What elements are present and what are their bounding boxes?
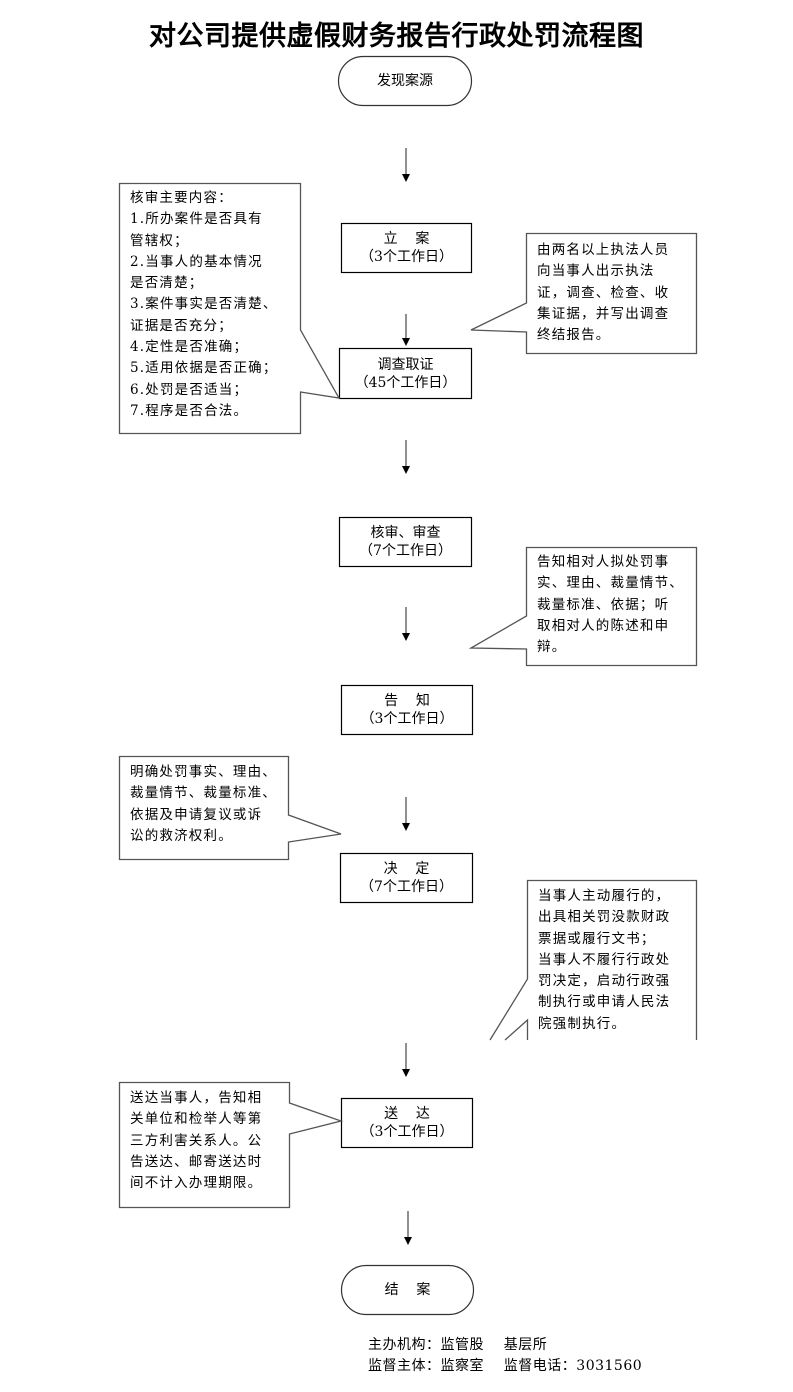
note-investigation: 由两名以上执法人员 向当事人出示执法 证，调查、检查、收 集证据，并写出调查 终… xyxy=(537,242,670,344)
callout-notification-shape xyxy=(468,546,698,667)
callout-execution-shape xyxy=(489,879,698,1041)
step-notify: 告 知 （3个工作日） xyxy=(341,685,473,735)
step-duration: （45个工作日） xyxy=(354,374,457,391)
step-review: 核审、审查 （7个工作日） xyxy=(339,517,472,567)
step-duration: （3个工作日） xyxy=(360,711,454,727)
step-deliver: 送 达 （3个工作日） xyxy=(341,1098,473,1148)
end-terminal-shape xyxy=(340,1264,475,1316)
step-duration: （3个工作日） xyxy=(360,1124,454,1140)
step-decide: 决 定 （7个工作日） xyxy=(340,853,473,903)
step-duration: （7个工作日） xyxy=(360,879,453,895)
note-execution: 当事人主动履行的， 出具相关罚没款财政 票据或履行文书； 当事人不履行行政处 罚… xyxy=(538,888,671,1032)
step-start: 发现案源 xyxy=(338,56,472,106)
note-review-content: 核审主要内容： 1.所办案件是否具有 管辖权； 2.当事人的基本情况 是否清楚；… xyxy=(130,190,278,419)
callout-decision-shape xyxy=(118,755,342,861)
step-label: 核审、审查 xyxy=(370,525,441,541)
footer-organizer: 主办机构：监管股 基层所 xyxy=(368,1337,548,1353)
callout-investigation-shape xyxy=(470,232,698,355)
callout-review-shape xyxy=(118,182,341,435)
note-notification: 告知相对人拟处罚事 实、理由、裁量情节、 裁量标准、依据；听 取相对人的陈述和申… xyxy=(537,554,684,656)
callout-delivery-shape xyxy=(118,1081,344,1209)
note-delivery: 送达当事人，告知相 关单位和检举人等第 三方利害关系人。公 告送达、邮寄送达时 … xyxy=(130,1090,263,1192)
footer-supervisor: 监督主体：监察室 监督电话：3031560 xyxy=(368,1358,643,1374)
step-duration: （7个工作日） xyxy=(359,543,452,559)
step-label: 调查取证 xyxy=(377,356,434,373)
step-investigate: 调查取证 （45个工作日） xyxy=(339,348,472,399)
step-close: 结 案 xyxy=(341,1265,474,1315)
step-duration: （3个工作日） xyxy=(360,249,453,265)
step-file-case: 立 案 （3个工作日） xyxy=(341,223,472,273)
page-title: 对公司提供虚假财务报告行政处罚流程图 xyxy=(149,21,644,52)
step-label: 立 案 xyxy=(383,231,430,247)
step-label: 告 知 xyxy=(384,693,430,709)
note-decision: 明确处罚事实、理由、 裁量情节、裁量标准、 依据及申请复议或诉 讼的救济权利。 xyxy=(130,764,277,844)
step-label: 送 达 xyxy=(384,1106,430,1122)
step-label: 发现案源 xyxy=(377,73,433,89)
start-terminal-shape xyxy=(337,55,473,107)
step-label: 结 案 xyxy=(384,1282,431,1298)
step-label: 决 定 xyxy=(383,861,430,877)
